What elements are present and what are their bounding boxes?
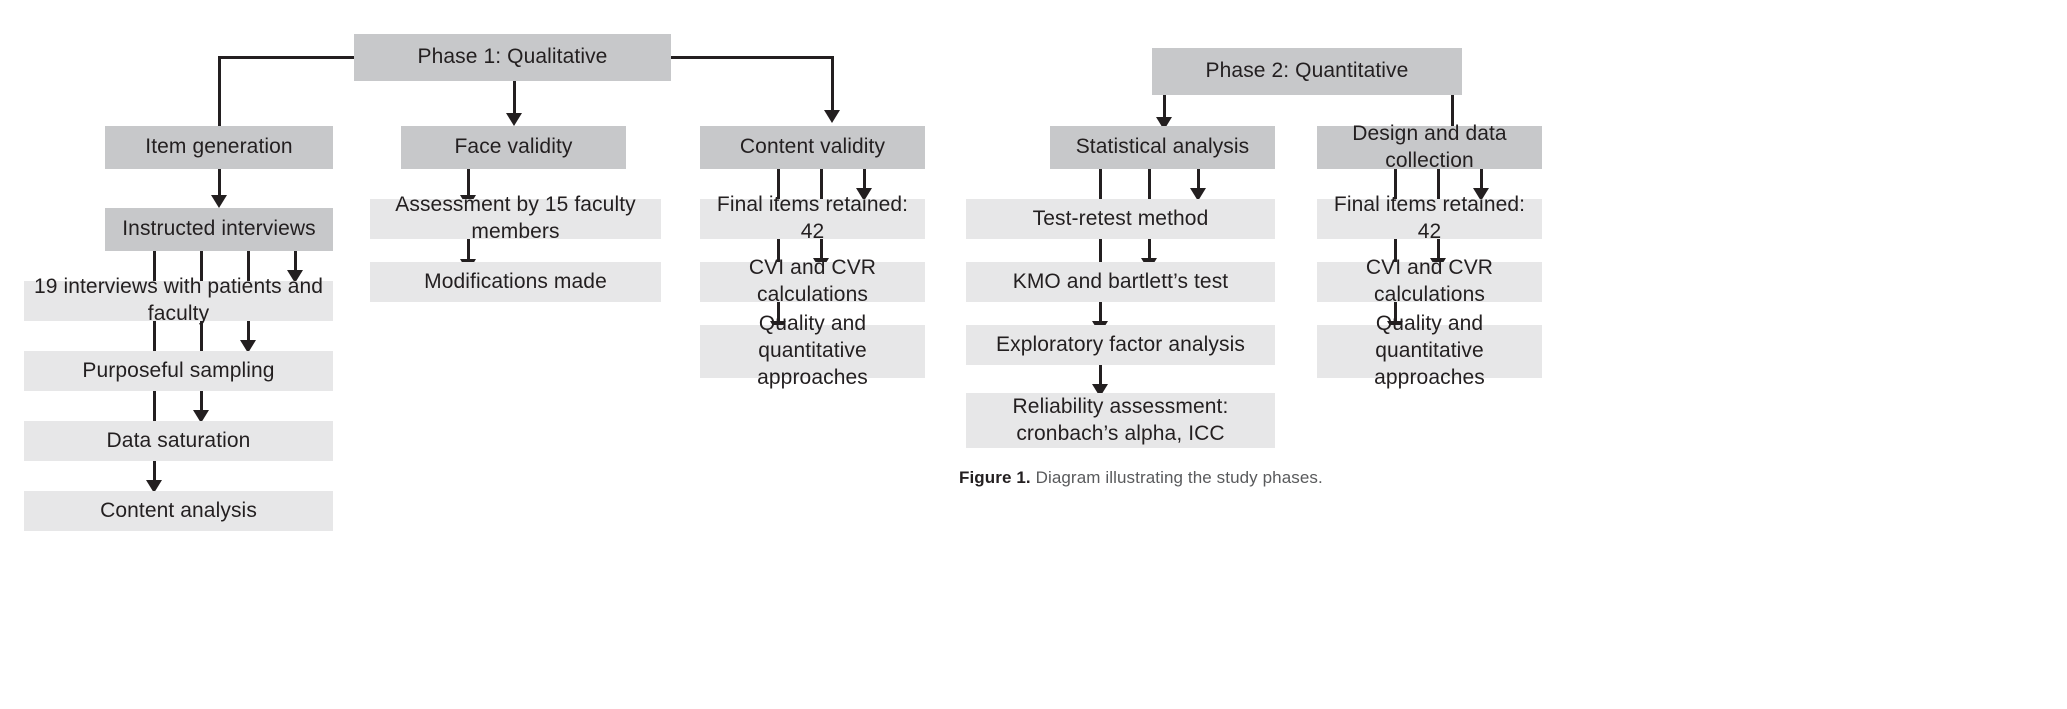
figure-caption-label: Figure 1. xyxy=(959,468,1031,487)
passthrough-line xyxy=(1148,169,1151,199)
passthrough-line xyxy=(153,391,156,421)
passthrough-line xyxy=(1437,169,1440,199)
node-cvi-cvr-p2: CVI and CVR calculations xyxy=(1317,256,1542,306)
node-kmo-bartlett: KMO and bartlett’s test xyxy=(966,262,1275,302)
node-exploratory-factor-analysis: Exploratory factor analysis xyxy=(966,325,1275,365)
node-data-saturation: Data saturation xyxy=(24,421,333,461)
arrow-statistical-to-test-retest xyxy=(1197,169,1200,189)
passthrough-line xyxy=(1394,239,1397,269)
arrow-cvi-to-quality-p2 xyxy=(1394,302,1397,322)
arrowhead-content-validity xyxy=(856,188,872,201)
node-content-validity: Content validity xyxy=(700,126,925,169)
node-purposeful-sampling: Purposeful sampling xyxy=(24,351,333,391)
node-modifications-made: Modifications made xyxy=(370,262,661,302)
arrow-final-items-to-cvi-p2 xyxy=(1437,239,1440,259)
passthrough-line xyxy=(153,321,156,351)
node-content-analysis: Content analysis xyxy=(24,491,333,531)
arrow-instructed-to-19interviews xyxy=(294,251,297,271)
passthrough-line xyxy=(1099,239,1102,269)
passthrough-line xyxy=(200,251,203,281)
arrow-cvi-to-quality-p1 xyxy=(777,302,780,322)
arrow-content-validity-to-final-items xyxy=(863,169,866,189)
phase2-right-drop xyxy=(1451,95,1454,126)
phase1-left-drop xyxy=(218,56,221,126)
arrow-kmo-to-efa xyxy=(1099,302,1102,322)
arrow-face-validity-to-assessment xyxy=(467,169,470,196)
phase1-right-drop xyxy=(831,56,834,110)
node-item-generation: Item generation xyxy=(105,126,333,169)
arrow-assessment-to-modifications xyxy=(467,239,470,260)
node-face-validity: Face validity xyxy=(401,126,626,169)
phase1-center-drop xyxy=(513,81,516,114)
node-reliability-assessment: Reliability assessment: cronbach’s alpha… xyxy=(966,393,1275,448)
arrow-item-generation-to-instructed xyxy=(218,169,221,196)
arrow-saturation-to-content-analysis xyxy=(153,461,156,481)
phase2-left-drop xyxy=(1163,95,1166,118)
arrowhead-design-data-collection xyxy=(1473,188,1489,201)
phase1-right-connector xyxy=(669,56,834,59)
node-final-items-retained-p2: Final items retained: 42 xyxy=(1317,193,1542,243)
arrow-purposeful-to-saturation xyxy=(200,391,203,411)
passthrough-line xyxy=(820,169,823,199)
node-quality-quantitative-p1: Quality and quantitative approaches xyxy=(700,312,925,389)
node-final-items-retained-p1: Final items retained: 42 xyxy=(700,193,925,243)
passthrough-line xyxy=(247,251,250,281)
arrowhead-19-interviews xyxy=(240,340,256,353)
passthrough-line xyxy=(777,239,780,269)
arrow-efa-to-reliability xyxy=(1099,365,1102,385)
arrowhead-purposeful-sampling xyxy=(193,410,209,423)
passthrough-line xyxy=(153,251,156,281)
arrowhead-item-generation xyxy=(211,195,227,208)
node-cvi-cvr-p1: CVI and CVR calculations xyxy=(700,256,925,306)
passthrough-line xyxy=(200,321,203,351)
node-quality-quantitative-p2: Quality and quantitative approaches xyxy=(1317,312,1542,389)
arrow-19interviews-to-purposeful xyxy=(247,321,250,341)
node-19-interviews: 19 interviews with patients and faculty xyxy=(24,275,333,325)
node-assessment-faculty: Assessment by 15 faculty members xyxy=(370,193,661,243)
phase1-right-arrowhead xyxy=(824,110,840,123)
passthrough-line xyxy=(1394,169,1397,199)
figure-caption-text: Diagram illustrating the study phases. xyxy=(1030,468,1323,487)
arrow-final-items-to-cvi-p1 xyxy=(820,239,823,259)
arrowhead-instructed-interviews xyxy=(287,270,303,283)
arrow-design-to-final-items xyxy=(1480,169,1483,189)
figure-caption: Figure 1. Diagram illustrating the study… xyxy=(959,468,1323,488)
arrowhead-data-saturation xyxy=(146,480,162,493)
phase1-left-connector xyxy=(219,56,356,59)
phase1-title-box: Phase 1: Qualitative xyxy=(354,34,671,81)
node-statistical-analysis: Statistical analysis xyxy=(1050,126,1275,169)
passthrough-line xyxy=(777,169,780,199)
arrow-test-retest-to-kmo xyxy=(1148,239,1151,259)
node-instructed-interviews: Instructed interviews xyxy=(105,208,333,251)
phase1-center-arrowhead xyxy=(506,113,522,126)
node-design-data-collection: Design and data collection xyxy=(1317,122,1542,172)
passthrough-line xyxy=(1099,169,1102,199)
phase2-title-box: Phase 2: Quantitative xyxy=(1152,48,1462,95)
node-test-retest-method: Test-retest method xyxy=(966,199,1275,239)
arrowhead-statistical-analysis xyxy=(1190,188,1206,201)
